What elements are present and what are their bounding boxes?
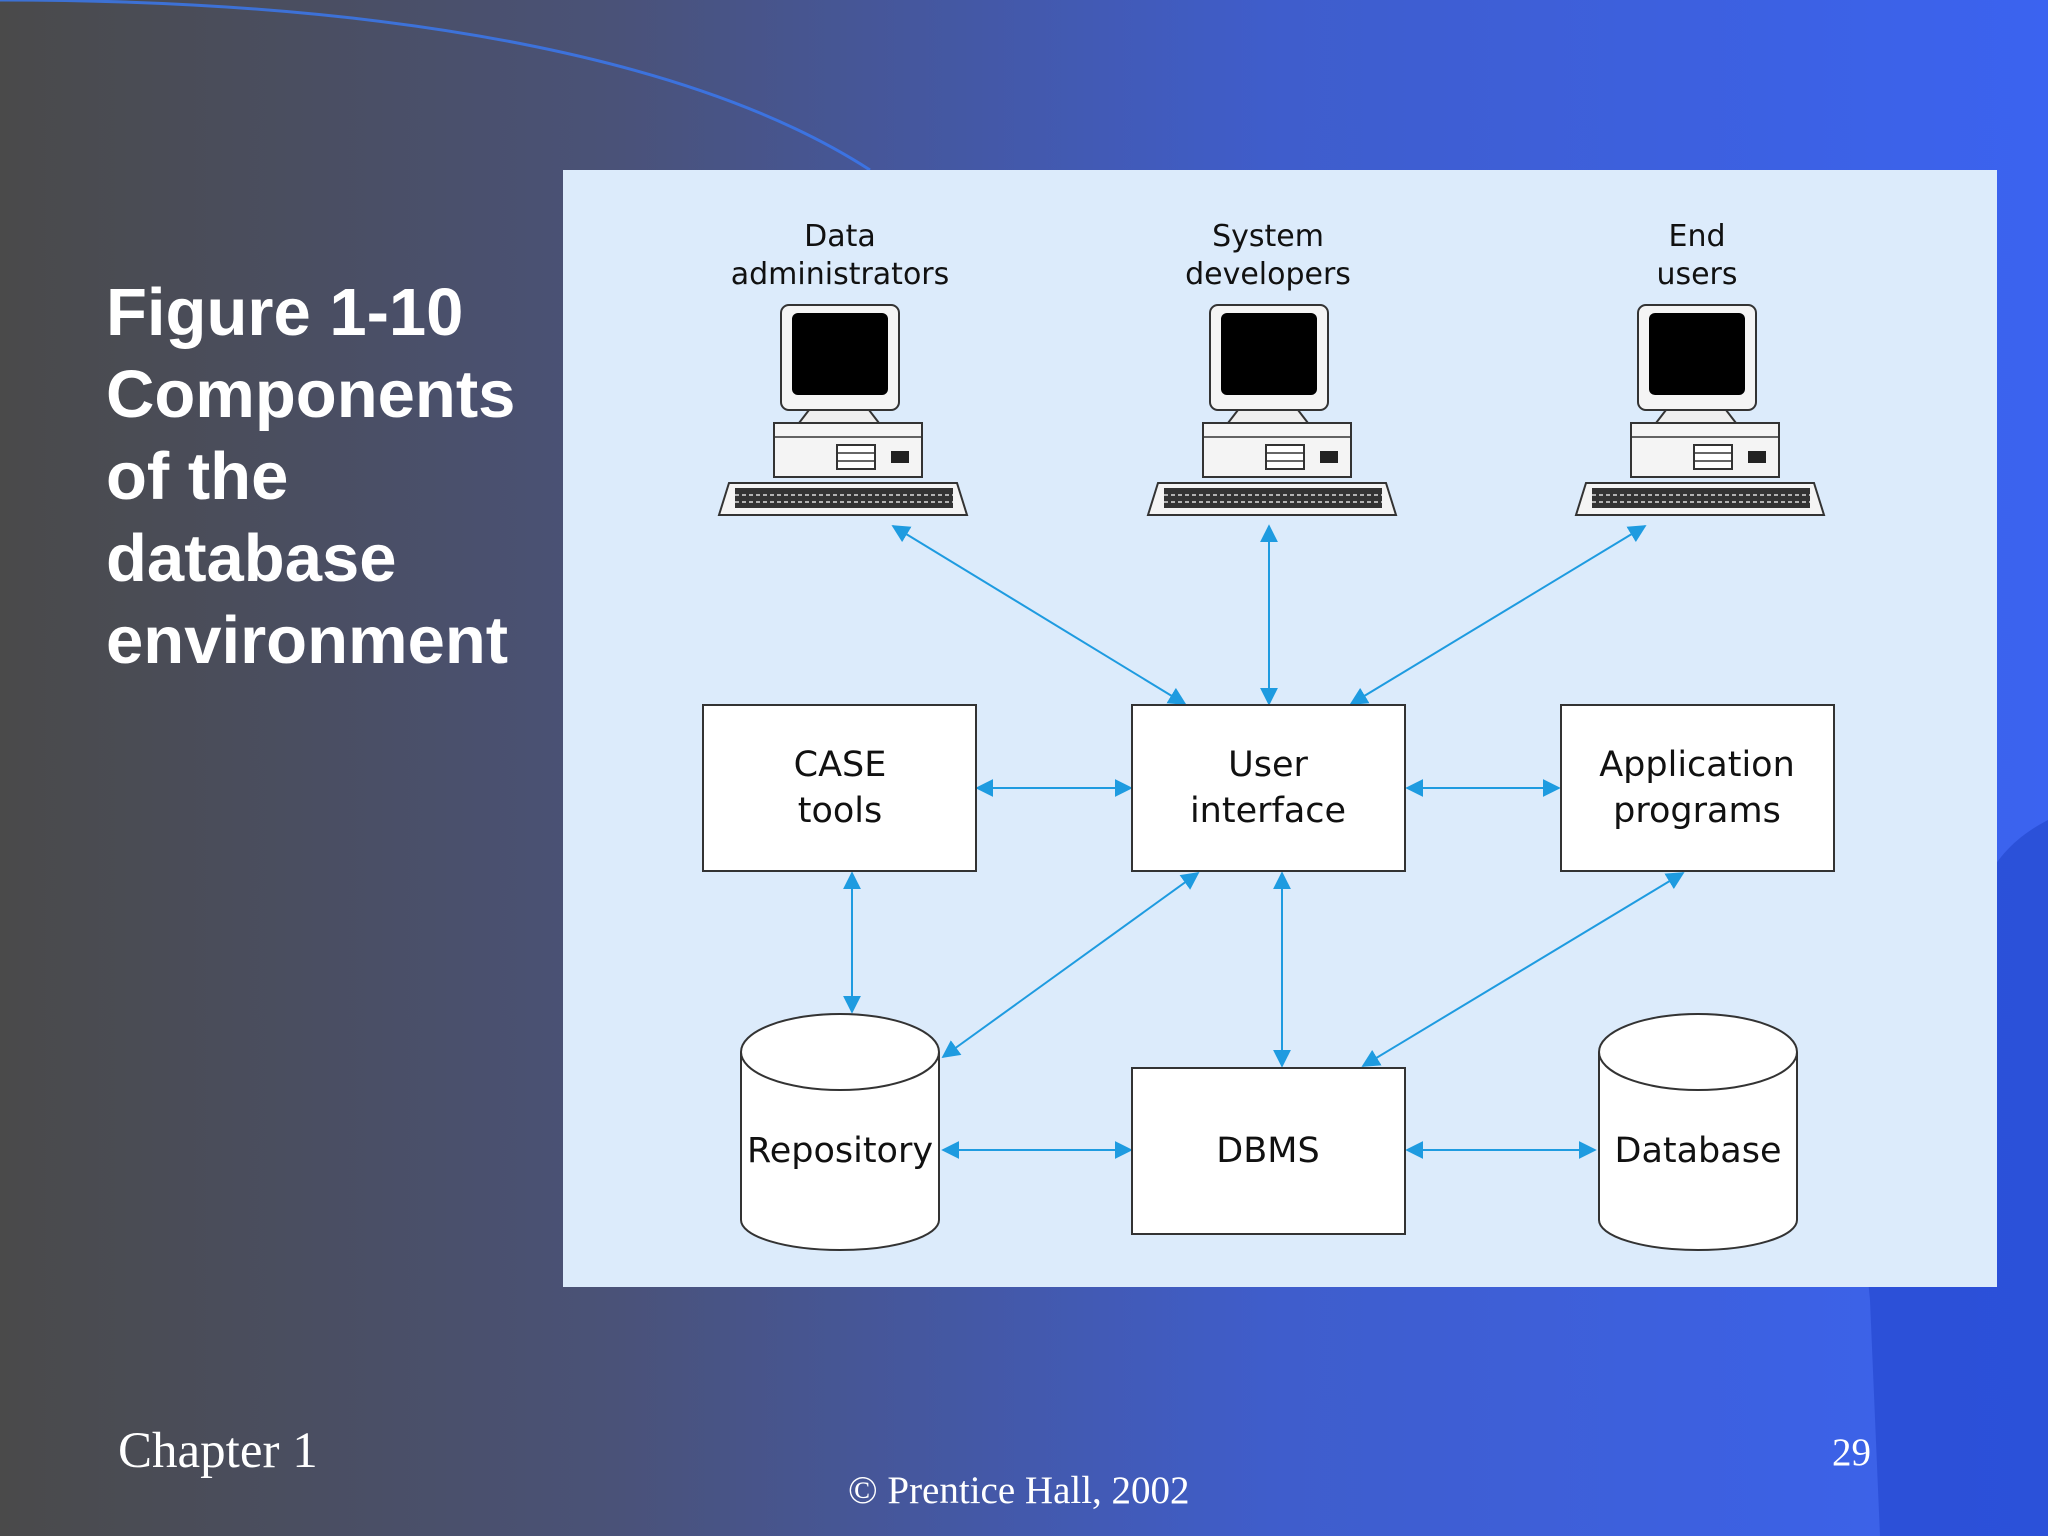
label-line: System xyxy=(1212,219,1324,254)
arrow-endusers-ui xyxy=(1349,525,1647,705)
case-tools-box xyxy=(702,704,977,872)
label-line: interface xyxy=(1189,791,1347,831)
title-line: Components xyxy=(106,357,516,432)
user-label-end-users: End users xyxy=(1656,218,1737,294)
footer-chapter: Chapter 1 xyxy=(118,1423,318,1479)
label-line: User xyxy=(1228,745,1308,785)
label-line: CASE xyxy=(793,745,887,785)
label-line: users xyxy=(1656,257,1738,292)
slide-title: Figure 1-10 Components of the database e… xyxy=(106,272,566,682)
label-line: End xyxy=(1668,219,1726,254)
label-line: developers xyxy=(1185,257,1351,292)
user-label-data-administrators: Data administrators xyxy=(731,218,950,294)
dbms-box xyxy=(1131,1067,1406,1235)
user-interface-box xyxy=(1131,704,1406,872)
computer-icon xyxy=(718,304,968,516)
user-label-system-developers: System developers xyxy=(1185,218,1351,294)
background-arc-top xyxy=(0,0,871,172)
title-line: database xyxy=(106,521,397,596)
title-line: Figure 1-10 xyxy=(106,275,464,350)
footer-copyright: © Prentice Hall, 2002 xyxy=(848,1469,1190,1512)
page-number: 29 xyxy=(1832,1431,1871,1474)
label-line: administrators xyxy=(730,257,950,292)
computer-icon xyxy=(1575,304,1825,516)
repository-label: Repository xyxy=(746,1131,934,1171)
repository-cylinder xyxy=(740,1013,940,1251)
application-programs-label: Application programs xyxy=(1599,742,1795,834)
computer-icon xyxy=(1147,304,1397,516)
arrow-apps-dbms xyxy=(1361,872,1685,1067)
case-tools-label: CASE tools xyxy=(794,742,887,834)
label-line: Data xyxy=(804,219,876,254)
title-line: of the xyxy=(106,439,289,514)
title-line: environment xyxy=(106,603,509,678)
application-programs-box xyxy=(1560,704,1835,872)
diagram-panel: Data administrators System developers En… xyxy=(563,170,1997,1287)
database-cylinder xyxy=(1598,1013,1798,1251)
dbms-label: DBMS xyxy=(1216,1131,1320,1171)
arrow-admins-ui xyxy=(891,525,1187,705)
label-line: Application xyxy=(1599,745,1795,785)
label-line: programs xyxy=(1613,791,1781,831)
database-label: Database xyxy=(1614,1131,1782,1171)
label-line: tools xyxy=(797,791,883,831)
diagram-canvas xyxy=(702,304,1835,1251)
user-interface-label: User interface xyxy=(1190,742,1346,834)
arrow-ui-repository xyxy=(941,871,1200,1059)
connector-arrows xyxy=(843,524,1685,1159)
